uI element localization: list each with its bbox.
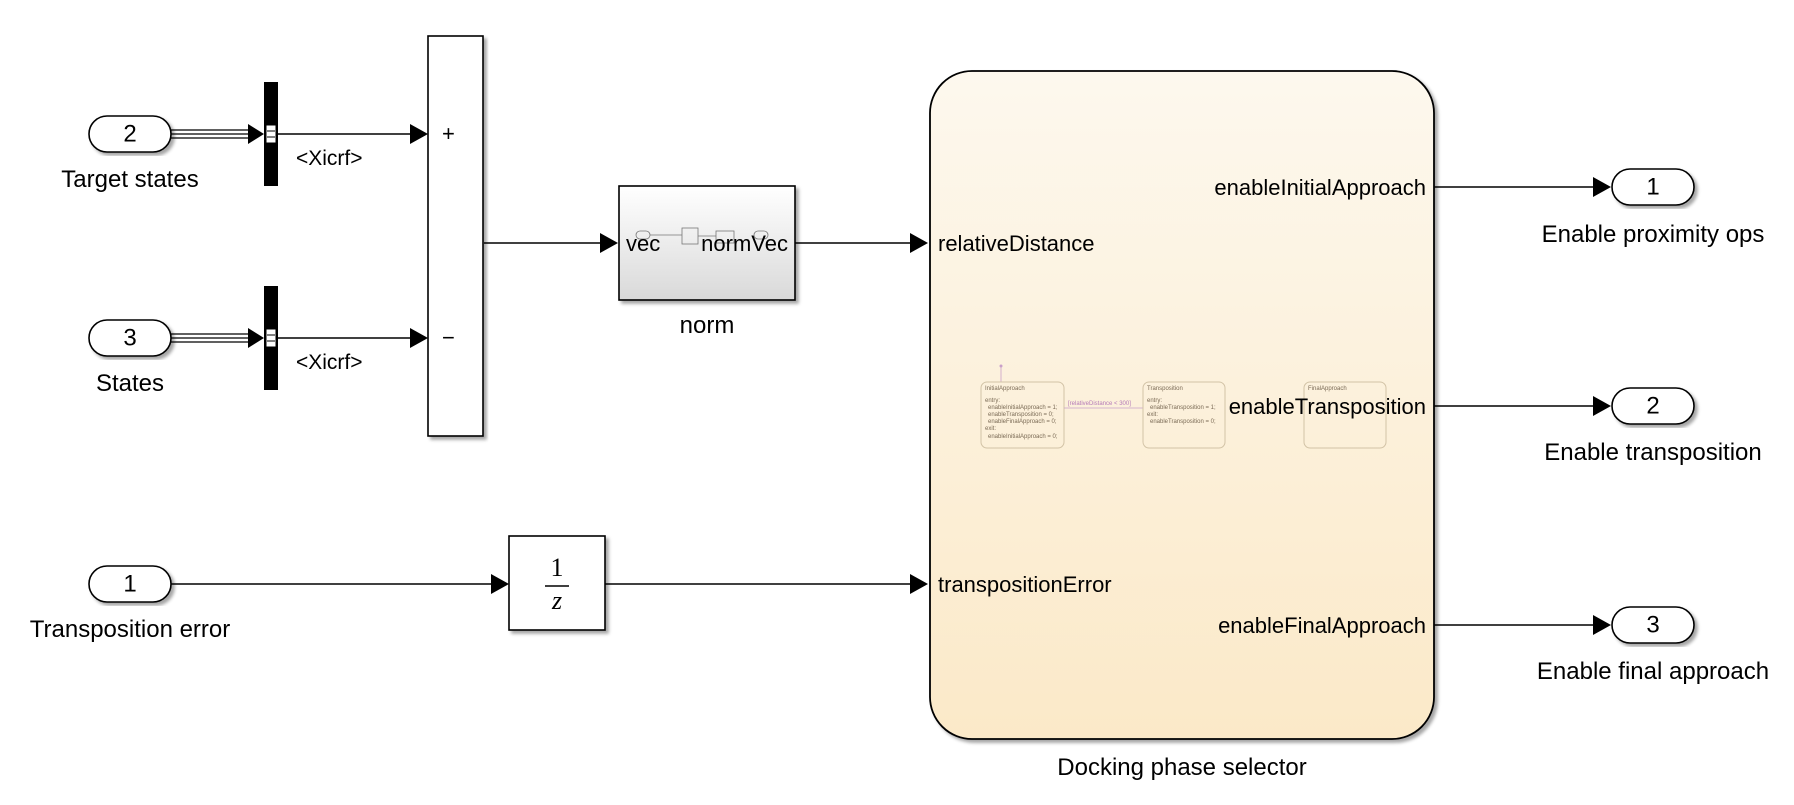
norm-thumbnail xyxy=(635,227,769,245)
outport-enable-proximity-ops[interactable]: 1 Enable proximity ops xyxy=(1542,168,1765,248)
inport-name: Transposition error xyxy=(30,616,231,643)
bus-selector-states[interactable]: <Xicrf> xyxy=(264,286,363,390)
signal-line-enable-final-approach[interactable] xyxy=(1434,615,1611,635)
bus-selector-signal-label: <Xicrf> xyxy=(296,147,363,170)
signal-line-delayed-error[interactable] xyxy=(605,574,928,594)
thumb-state-line: enableInitialApproach = 1; xyxy=(988,405,1058,411)
outport-name: Enable final approach xyxy=(1537,658,1769,685)
inport-states[interactable]: 3 States xyxy=(88,319,172,397)
signal-line-difference[interactable] xyxy=(484,233,618,253)
bus-selector-target-states[interactable]: <Xicrf> xyxy=(264,82,363,186)
outport-number: 2 xyxy=(1646,393,1659,420)
signal-line-relative-distance[interactable] xyxy=(795,233,928,253)
signal-line-transposition-error[interactable] xyxy=(171,574,509,594)
thumb-state-title: FinalApproach xyxy=(1308,386,1347,392)
inport-number: 2 xyxy=(123,121,136,148)
signal-line-enable-initial-approach[interactable] xyxy=(1434,177,1611,197)
chart-input-transposition-error: transpositionError xyxy=(938,572,1112,597)
unit-delay-block[interactable]: 1 z xyxy=(508,535,606,631)
chart-block-name: Docking phase selector xyxy=(1057,754,1306,781)
chart-output-enable-initial-approach: enableInitialApproach xyxy=(1214,175,1426,200)
norm-subsystem-block[interactable]: vec normVec norm xyxy=(618,185,796,339)
sum-block[interactable]: + − xyxy=(427,35,484,437)
thumb-state-line: enableInitialApproach = 0; xyxy=(988,434,1058,440)
inport-target-states[interactable]: 2 Target states xyxy=(61,115,199,193)
thumb-state-line: exit: xyxy=(1147,412,1158,418)
norm-block-name: norm xyxy=(680,312,735,339)
bus-line-states[interactable] xyxy=(171,328,264,348)
inport-transposition-error[interactable]: 1 Transposition error xyxy=(30,565,231,643)
thumb-state-line: enableTransposition = 0; xyxy=(988,412,1054,418)
bus-line-target-states[interactable] xyxy=(171,124,264,144)
thumb-state-line: enableTransposition = 1; xyxy=(1150,405,1216,411)
outport-number: 3 xyxy=(1646,612,1659,639)
thumb-state-line: entry: xyxy=(985,398,1000,404)
thumb-state-line: enableFinalApproach = 0; xyxy=(988,419,1057,425)
outport-name: Enable transposition xyxy=(1544,439,1761,466)
signal-line-states-xicrf[interactable] xyxy=(278,328,428,348)
chart-thumbnail: InitialApproach entry: enableInitialAppr… xyxy=(980,364,1387,449)
outport-enable-final-approach[interactable]: 3 Enable final approach xyxy=(1537,606,1769,685)
thumb-state-line: enableTransposition = 0; xyxy=(1150,419,1216,425)
inport-number: 1 xyxy=(123,571,136,598)
outport-name: Enable proximity ops xyxy=(1542,221,1765,248)
inport-name: States xyxy=(96,370,164,397)
outport-enable-transposition[interactable]: 2 Enable transposition xyxy=(1544,387,1762,466)
bus-selector-signal-label: <Xicrf> xyxy=(296,351,363,374)
signal-lines xyxy=(171,124,1611,635)
signal-line-target-xicrf[interactable] xyxy=(278,124,428,144)
inport-name: Target states xyxy=(61,166,198,193)
delay-numerator: 1 xyxy=(551,553,564,582)
inport-number: 3 xyxy=(123,325,136,352)
delay-denominator: z xyxy=(551,586,562,615)
signal-line-enable-transposition[interactable] xyxy=(1434,396,1611,416)
thumb-transition-label: [relativeDistance < 300] xyxy=(1068,401,1131,407)
thumb-state-title: InitialApproach xyxy=(985,386,1025,392)
thumb-state-line: exit: xyxy=(985,426,996,432)
norm-input-port-label: vec xyxy=(626,231,660,256)
norm-output-port-label: normVec xyxy=(701,231,788,256)
thumb-state-line: entry: xyxy=(1147,398,1162,404)
sum-minus-sign: − xyxy=(442,325,455,350)
chart-output-enable-transposition: enableTransposition xyxy=(1229,394,1426,419)
chart-output-enable-final-approach: enableFinalApproach xyxy=(1218,613,1426,638)
sum-plus-sign: + xyxy=(442,121,455,146)
chart-input-relative-distance: relativeDistance xyxy=(938,231,1095,256)
docking-phase-selector-chart[interactable]: InitialApproach entry: enableInitialAppr… xyxy=(929,70,1435,781)
outport-number: 1 xyxy=(1646,174,1659,201)
thumb-state-title: Transposition xyxy=(1147,386,1183,392)
